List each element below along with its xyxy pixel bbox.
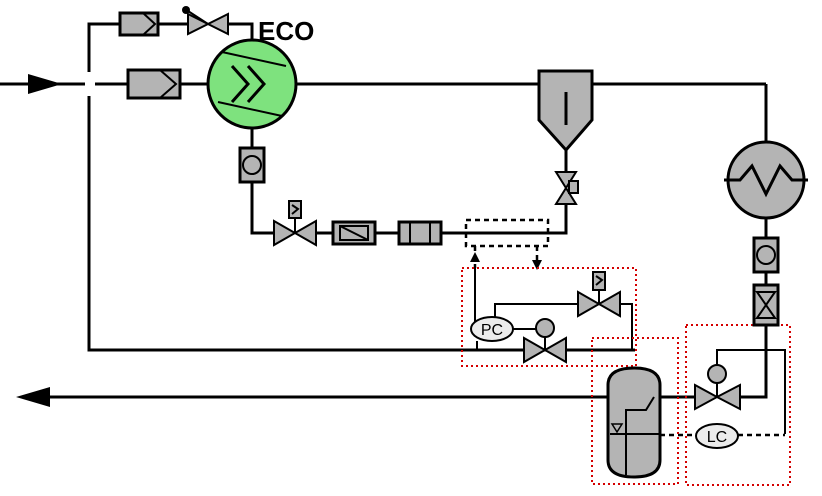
check-valve-top-icon [118,11,160,37]
lc-label: LC [707,429,727,446]
strainer-icon [397,220,443,246]
pressure-controller: PC [470,316,514,342]
control-boundaries [461,267,791,486]
heat-exchanger-icon [724,140,808,220]
solenoid-valve-icon [273,200,317,247]
liquid-level-icon [610,423,624,434]
outlet-arrow-icon [16,387,50,407]
shutoff-valve-icon [752,283,780,327]
sensing-arrow-up-icon [470,252,480,262]
pc-solenoid-valve-icon [577,271,621,318]
pc-label: PC [481,322,503,339]
eco-label: ECO [258,16,314,46]
lc-control-valve-icon [694,364,741,411]
receiver-vessel-icon [606,366,662,479]
main-piping [0,22,768,399]
sight-glass-icon [238,146,266,184]
bypass-valve-icon [182,6,229,36]
separator-vessel-icon [537,69,594,153]
check-valve-inlet-icon [126,68,182,100]
economizer-compressor-icon [206,38,298,130]
sight-glass-right-icon [752,236,780,274]
sensing-arrow-down-icon [532,260,542,270]
level-control-lines [660,349,786,437]
sensing-header [464,218,550,270]
pc-control-valve-icon [523,318,567,364]
filter-drier-icon [331,220,377,246]
expansion-valve-icon [554,171,579,205]
receiver-boundary [591,337,679,485]
lc-boundary [685,324,791,486]
inlet-arrow-icon [28,74,62,94]
level-controller: LC [695,423,739,449]
pc-boundary [461,267,637,367]
